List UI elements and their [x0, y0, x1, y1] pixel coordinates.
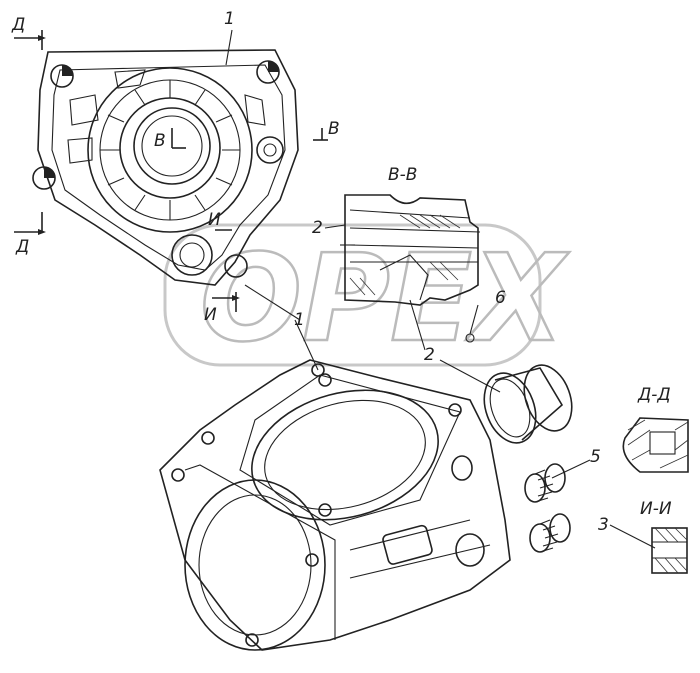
section-ii — [651, 527, 688, 574]
label-section-vv-title: В-В — [388, 165, 417, 185]
spring-5 — [524, 463, 566, 503]
label-section-d-top: Д — [11, 15, 25, 35]
cover-plate — [32, 49, 299, 286]
label-part-6: 6 — [495, 288, 506, 308]
label-section-dd-title: Д-Д — [637, 385, 671, 405]
label-part-3: 3 — [598, 515, 609, 535]
sleeve — [483, 364, 573, 444]
label-section-i-a: И — [208, 210, 221, 230]
label-section-ii-title: И-И — [640, 499, 672, 519]
section-marks — [14, 30, 328, 312]
label-part-1-top: 1 — [224, 9, 235, 29]
label-section-i-b: И — [204, 305, 217, 325]
section-dd — [622, 417, 689, 473]
label-part-2-a: 2 — [312, 218, 323, 238]
label-section-d-bottom: Д — [15, 237, 29, 257]
spring-3 — [529, 513, 571, 553]
leader-lines — [225, 29, 656, 549]
section-vv — [340, 194, 481, 343]
main-housing — [159, 359, 511, 651]
label-section-v-center: В — [154, 131, 166, 151]
label-part-5: 5 — [590, 447, 601, 467]
watermark: OPEX — [163, 223, 571, 370]
labels: 1 1 2 2 3 5 6 Д Д В В И И В-В Д-Д И-И — [11, 9, 672, 535]
watermark-text: OPEX — [200, 230, 570, 369]
label-part-2-b: 2 — [424, 345, 435, 365]
label-section-v-mark: В — [328, 119, 340, 139]
label-part-1-mid: 1 — [294, 310, 305, 330]
